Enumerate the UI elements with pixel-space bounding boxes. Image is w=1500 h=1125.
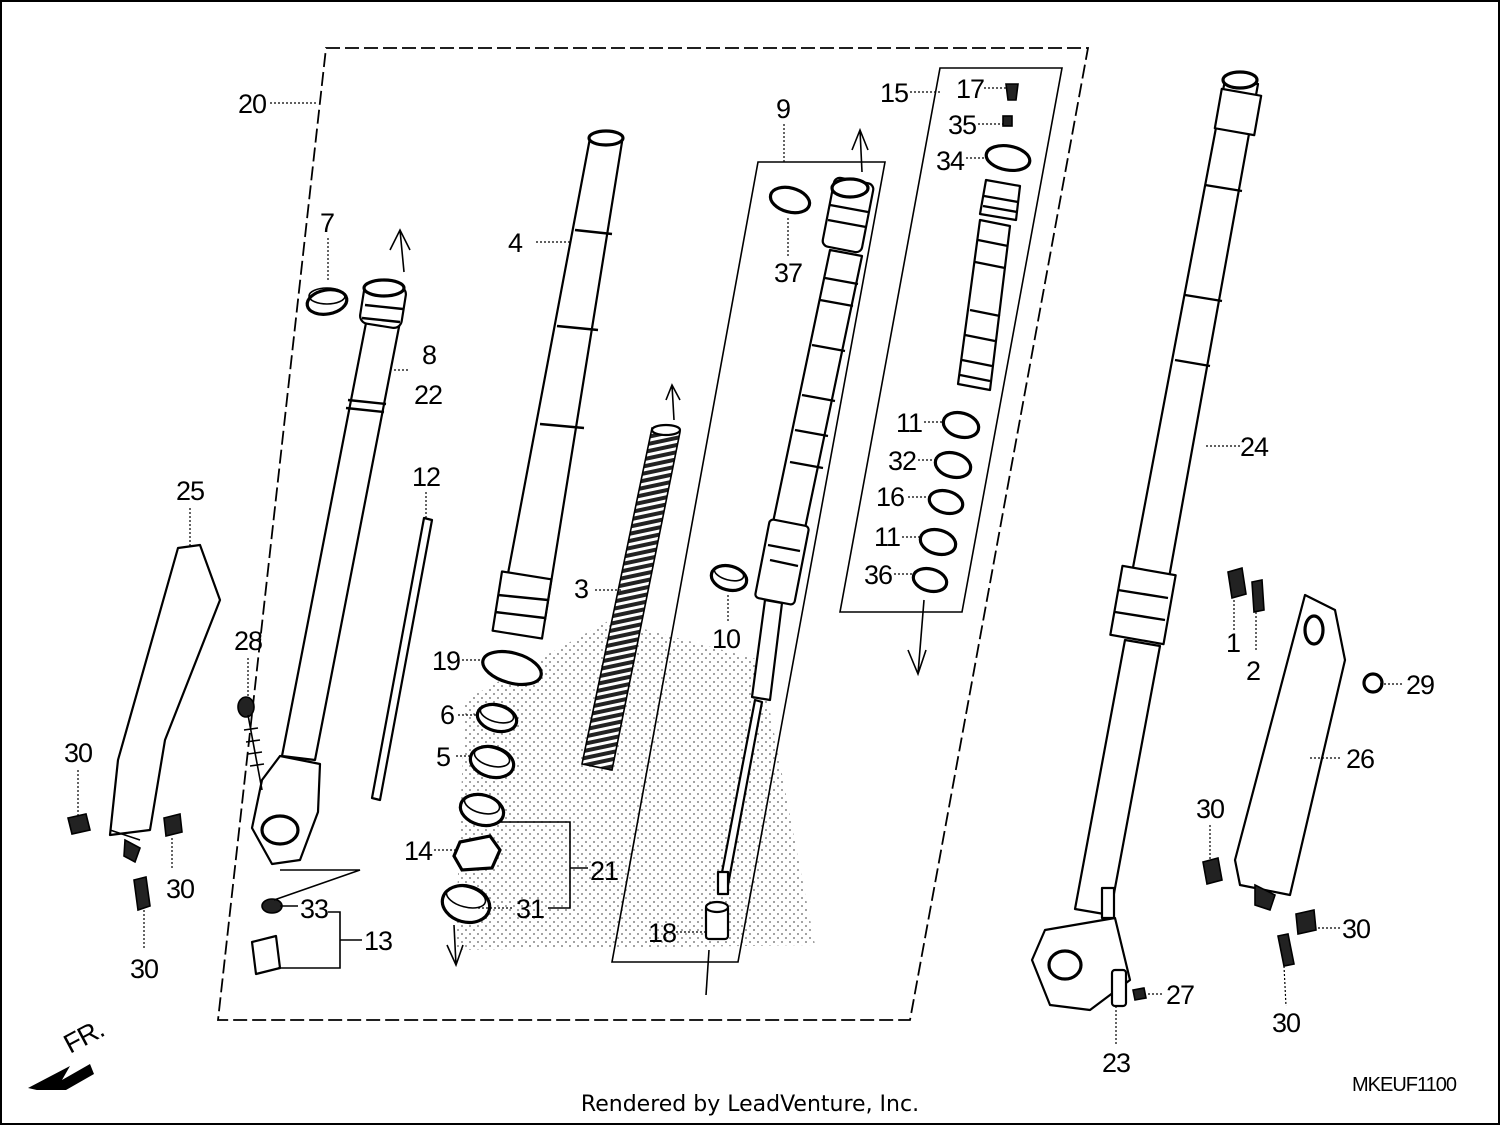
callout-27: 27 — [1166, 980, 1194, 1010]
callout-13: 13 — [364, 926, 392, 956]
callout-16: 16 — [876, 482, 904, 512]
callout-4: 4 — [508, 228, 523, 258]
spring-3 — [581, 383, 682, 771]
callout-2: 2 — [1246, 656, 1260, 686]
ring-5 — [468, 744, 516, 780]
callout-14: 14 — [404, 836, 433, 866]
callout-36: 36 — [864, 560, 892, 590]
clip-14 — [452, 834, 502, 872]
callout-6: 6 — [440, 700, 454, 730]
callout-1: 1 — [1226, 628, 1240, 658]
bolt-27 — [1132, 987, 1147, 1001]
fork-guard-25 — [108, 543, 222, 864]
callout-32: 32 — [888, 446, 916, 476]
bolt-30f — [1277, 933, 1295, 967]
fork-assembly-24 — [1030, 70, 1263, 1012]
callout-15: 15 — [880, 78, 908, 108]
inner-tube-8 — [250, 228, 411, 866]
callout-7: 7 — [320, 208, 334, 238]
callout-24: 24 — [1240, 432, 1269, 462]
bushing-31 — [440, 883, 492, 925]
assembly-20-boundary — [216, 47, 1090, 1021]
fork-guard-26 — [1233, 593, 1347, 912]
callout-21: 21 — [590, 856, 618, 886]
callout-11b: 11 — [874, 522, 900, 552]
callout-labels: 1 2 3 4 5 6 7 8 9 10 11 11 12 13 14 15 1… — [64, 74, 1435, 1078]
leader-lines — [77, 87, 1404, 1046]
bolt-30d — [1202, 857, 1223, 885]
ring-6 — [475, 702, 519, 734]
bolt-13 — [250, 934, 282, 976]
callout-34: 34 — [936, 146, 965, 176]
callout-5: 5 — [436, 742, 450, 772]
callout-37: 37 — [774, 258, 802, 288]
bolt-30c — [133, 876, 151, 912]
ring-16 — [927, 488, 965, 516]
assembly-15-boundary — [839, 67, 1063, 613]
washer-33 — [261, 898, 283, 914]
rod-12 — [370, 516, 434, 802]
bolt-28 — [237, 696, 265, 791]
callout-25: 25 — [176, 476, 204, 506]
callout-20: 20 — [238, 89, 266, 119]
ring-32 — [933, 450, 973, 480]
callout-29: 29 — [1406, 670, 1434, 700]
callout-19: 19 — [432, 646, 460, 676]
callout-10: 10 — [712, 624, 740, 654]
ring-11b — [918, 527, 958, 557]
footer-credit: Rendered by LeadVenture, Inc. — [580, 1092, 920, 1117]
ring-37 — [768, 185, 812, 215]
bolt-30a — [67, 813, 91, 835]
bolt-29 — [1362, 672, 1384, 694]
front-label: FR. — [59, 1014, 109, 1060]
damper-cartridge — [704, 127, 875, 996]
callout-30d: 30 — [1196, 794, 1224, 824]
callout-9: 9 — [776, 94, 790, 124]
callout-22: 22 — [414, 380, 442, 410]
callout-33: 33 — [300, 894, 328, 924]
exploded-fork-diagram: FR. 1 2 3 4 5 6 7 8 9 10 11 11 12 13 14 … — [28, 47, 1435, 1090]
callout-30e: 30 — [1342, 914, 1370, 944]
bolt-2 — [1251, 579, 1265, 613]
callout-31: 31 — [516, 894, 544, 924]
seal-7 — [305, 288, 349, 316]
valve-assembly — [956, 83, 1032, 392]
assembly-9-boundary — [611, 161, 886, 963]
callout-30a: 30 — [64, 738, 92, 768]
bolt-30b — [163, 813, 183, 837]
callout-35: 35 — [948, 110, 976, 140]
callout-23: 23 — [1102, 1048, 1130, 1078]
callout-30c: 30 — [130, 954, 158, 984]
callout-30b: 30 — [166, 874, 194, 904]
ring-36 — [911, 566, 949, 594]
ring-11a — [941, 410, 981, 440]
diagram-code: MKEUF1100 — [1352, 1074, 1457, 1096]
bolt-30e — [1295, 909, 1317, 935]
callout-28: 28 — [234, 626, 262, 656]
callout-8: 8 — [422, 340, 436, 370]
callout-26: 26 — [1346, 744, 1374, 774]
outer-tube-4 — [491, 129, 625, 640]
bolt-23 — [1110, 968, 1128, 1008]
ring-19 — [481, 649, 543, 687]
callout-30f: 30 — [1272, 1008, 1300, 1038]
callout-3: 3 — [574, 574, 588, 604]
callout-11a: 11 — [896, 408, 922, 438]
callout-18: 18 — [648, 918, 676, 948]
bolt-1 — [1227, 566, 1247, 600]
callout-12: 12 — [412, 462, 440, 492]
callout-17: 17 — [956, 74, 984, 104]
front-direction-arrow: FR. — [28, 1014, 109, 1090]
